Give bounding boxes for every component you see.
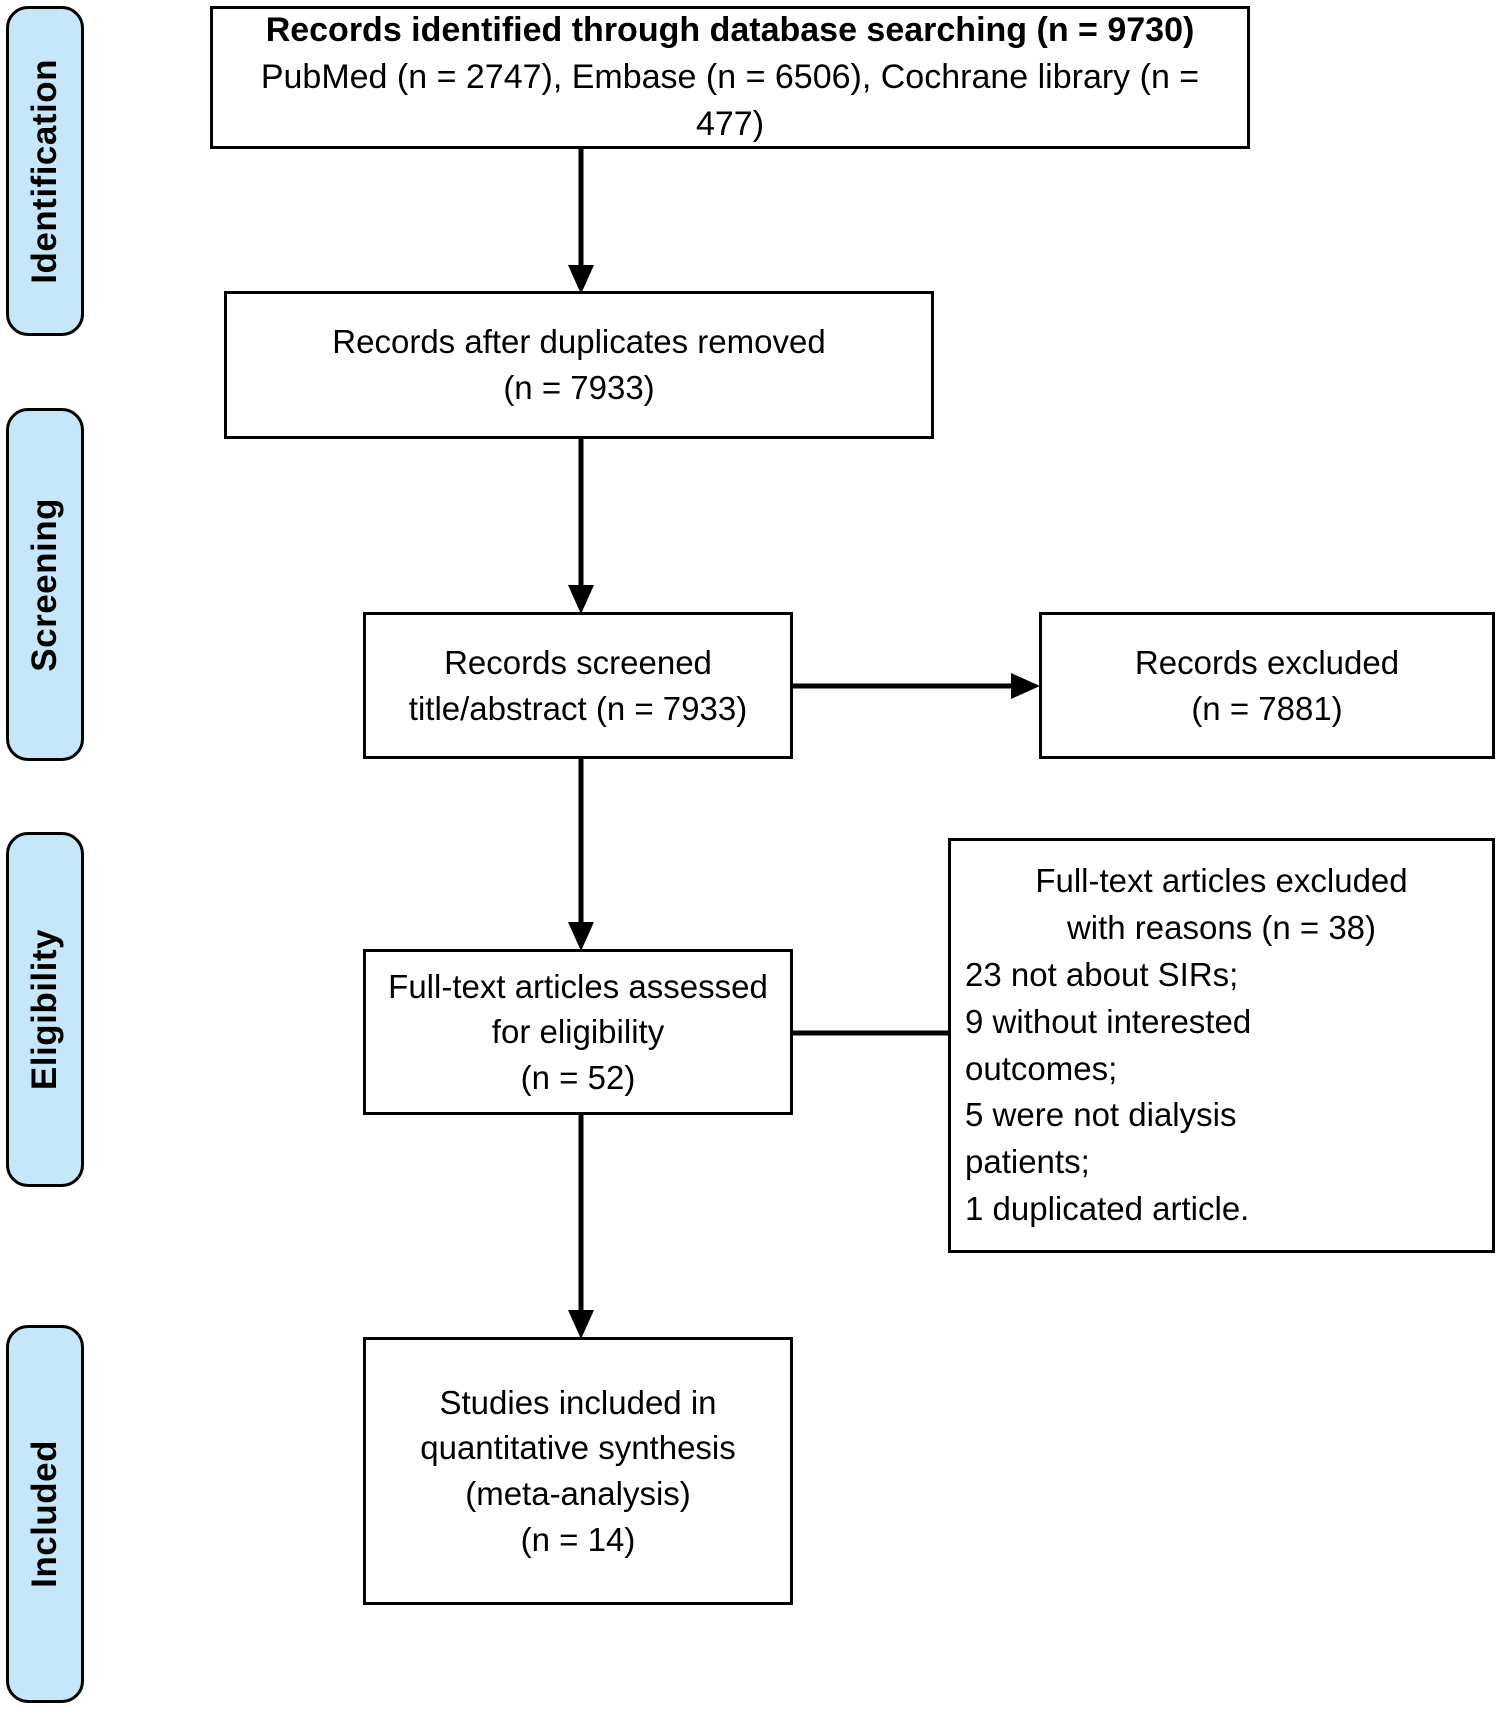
box-fulltext-excluded-reasons: Full-text articles excluded with reasons…	[948, 838, 1495, 1253]
connector-fulltext-to-included	[566, 1115, 596, 1340]
box-records-excluded-line1: Records excluded	[1134, 643, 1400, 681]
box-fulltext-excluded-line7: patients;	[965, 1143, 1090, 1181]
connector-screened-to-records-excluded	[793, 671, 1041, 701]
box-records-screened: Records screened title/abstract (n = 793…	[363, 612, 793, 759]
box-fulltext-assessed-line2: for eligibility	[491, 1013, 665, 1051]
stage-label-eligibility-text: Eligibility	[25, 928, 64, 1091]
stage-label-screening: Screening	[6, 408, 84, 761]
stage-label-included-text: Included	[25, 1440, 64, 1588]
arrow-down-icon	[568, 149, 594, 294]
box-duplicates-removed-line2: (n = 7933)	[503, 369, 655, 406]
box-fulltext-excluded-line2: with reasons (n = 38)	[1066, 908, 1377, 946]
box-studies-included: Studies included in quantitative synthes…	[363, 1337, 793, 1605]
box-fulltext-assessed-line1: Full-text articles assessed	[388, 967, 768, 1005]
stage-label-included: Included	[6, 1325, 84, 1703]
connector-duplicates-to-screened	[566, 439, 596, 615]
box-fulltext-excluded-line5: outcomes;	[965, 1049, 1118, 1087]
box-records-identified-line1: Records identified through database sear…	[265, 11, 1195, 50]
stage-label-identification-text: Identification	[25, 58, 64, 284]
stage-label-eligibility: Eligibility	[6, 832, 84, 1187]
box-fulltext-excluded-line1: Full-text articles excluded	[1035, 862, 1408, 900]
box-studies-included-line3: (meta-analysis)	[465, 1475, 691, 1512]
box-fulltext-excluded-line3: 23 not about SIRs;	[965, 955, 1239, 993]
box-records-excluded: Records excluded (n = 7881)	[1039, 612, 1495, 759]
stage-label-screening-text: Screening	[25, 497, 64, 672]
connector-identified-to-duplicates	[566, 149, 596, 295]
box-records-identified: Records identified through database sear…	[210, 6, 1250, 149]
box-records-screened-line1: Records screened	[444, 643, 712, 681]
box-duplicates-removed-line1: Records after duplicates removed	[332, 323, 826, 361]
box-records-identified-line2: PubMed (n = 2747), Embase (n = 6506), Co…	[260, 58, 1200, 143]
box-fulltext-assessed: Full-text articles assessed for eligibil…	[363, 949, 793, 1115]
box-fulltext-assessed-line3: (n = 52)	[520, 1058, 636, 1096]
box-fulltext-excluded-line8: 1 duplicated article.	[965, 1190, 1250, 1228]
box-duplicates-removed: Records after duplicates removed (n = 79…	[224, 291, 934, 439]
arrow-down-icon	[568, 1115, 594, 1339]
box-studies-included-line1: Studies included in	[439, 1383, 717, 1421]
connector-screened-to-fulltext	[566, 759, 596, 952]
arrow-down-icon	[568, 439, 594, 614]
stage-label-identification: Identification	[6, 6, 84, 336]
box-records-screened-line2: title/abstract (n = 7933)	[408, 689, 748, 727]
box-records-excluded-line2: (n = 7881)	[1191, 689, 1343, 727]
box-studies-included-line2: quantitative synthesis	[420, 1429, 736, 1467]
arrow-down-icon	[568, 759, 594, 951]
box-fulltext-excluded-line4: 9 without interested	[965, 1002, 1252, 1040]
arrow-right-icon	[793, 673, 1040, 699]
box-studies-included-line4: (n = 14)	[520, 1520, 636, 1558]
box-fulltext-excluded-line6: 5 were not dialysis	[965, 1096, 1237, 1134]
